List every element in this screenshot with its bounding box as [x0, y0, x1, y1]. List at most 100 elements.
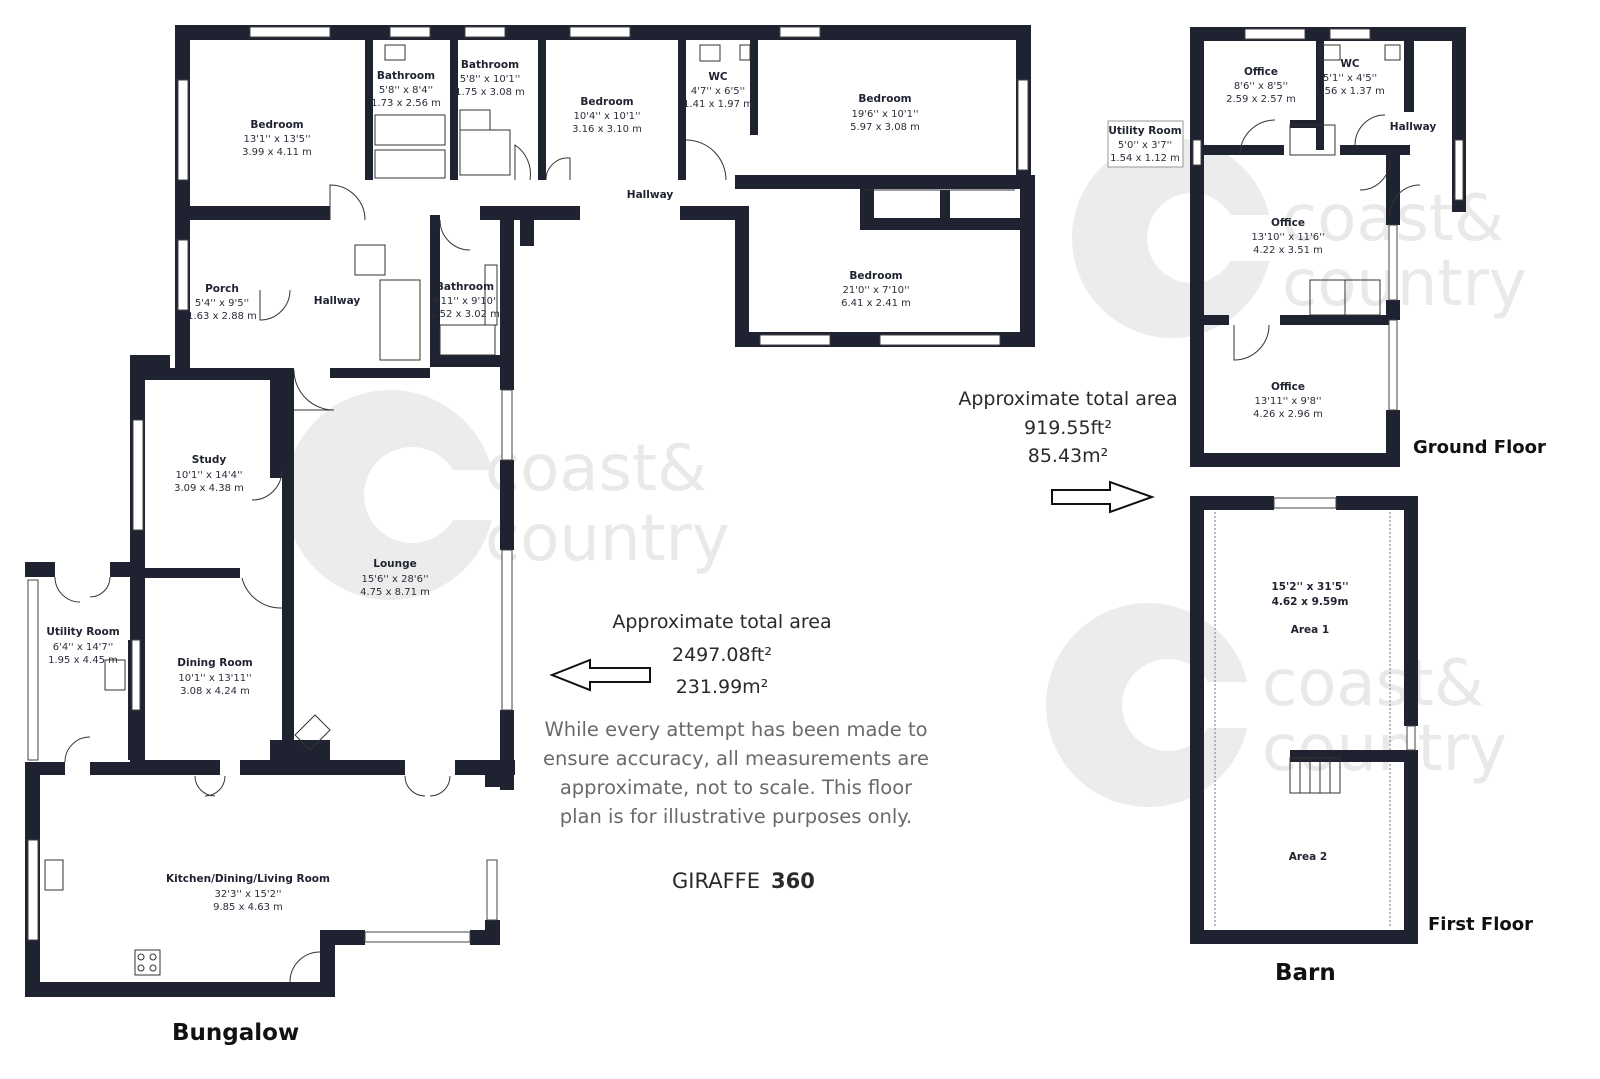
svg-text:1.95 x 4.45 m: 1.95 x 4.45 m — [48, 655, 118, 666]
disclaimer-line-1: While every attempt has been made to — [544, 718, 927, 741]
svg-text:5'1'' x 4'5'': 5'1'' x 4'5'' — [1323, 73, 1377, 84]
barn-ground-labels: Office 8'6'' x 8'5'' 2.59 x 2.57 m WC 5'… — [1107, 58, 1437, 420]
arrow-right — [1051, 480, 1155, 514]
svg-text:4'7'' x 6'5'': 4'7'' x 6'5'' — [691, 86, 745, 97]
room-hallway-top: Hallway — [627, 189, 674, 201]
barn-area-m: 85.43m² — [1028, 445, 1109, 467]
svg-text:1.54 x 1.12 m: 1.54 x 1.12 m — [1110, 153, 1180, 164]
svg-text:Bedroom: Bedroom — [858, 93, 911, 105]
svg-text:13'11'' x 9'8'': 13'11'' x 9'8'' — [1255, 396, 1322, 407]
svg-text:Bedroom: Bedroom — [250, 119, 303, 131]
barn-first-labels: 15'2'' x 31'5'' 4.62 x 9.59m Area 1 Area… — [1271, 581, 1348, 863]
svg-text:Office: Office — [1271, 217, 1305, 229]
svg-text:Hallway: Hallway — [314, 295, 361, 307]
watermark-text-6: country — [1262, 712, 1507, 786]
svg-text:1.63 x 2.88 m: 1.63 x 2.88 m — [187, 311, 257, 322]
svg-text:6.41 x 2.41 m: 6.41 x 2.41 m — [841, 298, 911, 309]
svg-text:5'8'' x 8'4'': 5'8'' x 8'4'' — [379, 85, 433, 96]
svg-text:3.99 x 4.11 m: 3.99 x 4.11 m — [242, 147, 312, 158]
barn-room-utility: Utility Room 5'0'' x 3'7'' 1.54 x 1.12 m — [1107, 120, 1184, 168]
svg-text:WC: WC — [1340, 58, 1360, 70]
room-hallway-middle: Hallway — [314, 295, 361, 307]
room-bedroom-3: Bedroom 19'6'' x 10'1'' 5.97 x 3.08 m — [850, 93, 920, 133]
room-bathroom-1: Bathroom 5'8'' x 8'4'' 1.73 x 2.56 m — [371, 70, 441, 109]
room-lounge: Lounge 15'6'' x 28'6'' 4.75 x 8.71 m — [360, 558, 430, 598]
svg-text:10'4'' x 10'1'': 10'4'' x 10'1'' — [574, 111, 641, 122]
svg-text:5'0'' x 3'7'': 5'0'' x 3'7'' — [1118, 140, 1172, 151]
bungalow-title: Bungalow — [172, 1020, 299, 1046]
svg-text:Porch: Porch — [205, 283, 239, 295]
svg-text:360: 360 — [771, 869, 815, 893]
bungalow-area-title: Approximate total area — [612, 611, 831, 633]
barn-title: Barn — [1275, 960, 1336, 986]
svg-text:4.22 x 3.51 m: 4.22 x 3.51 m — [1253, 245, 1323, 256]
svg-text:4.26 x 2.96 m: 4.26 x 2.96 m — [1253, 409, 1323, 420]
svg-text:2.59 x 2.57 m: 2.59 x 2.57 m — [1226, 94, 1296, 105]
barn-room-wc: WC 5'1'' x 4'5'' 1.56 x 1.37 m — [1315, 58, 1385, 97]
room-porch: Porch 5'4'' x 9'5'' 1.63 x 2.88 m — [187, 283, 257, 322]
barn-ground-doors — [1233, 44, 1421, 361]
svg-text:Office: Office — [1271, 381, 1305, 393]
svg-text:5'8'' x 10'1'': 5'8'' x 10'1'' — [460, 74, 521, 85]
svg-text:Kitchen/Dining/Living Room: Kitchen/Dining/Living Room — [166, 873, 330, 885]
svg-text:32'3'' x 15'2'': 32'3'' x 15'2'' — [215, 889, 282, 900]
ground-floor-label: Ground Floor — [1413, 437, 1546, 458]
giraffe360-logo: GIRAFFE 360 — [672, 869, 815, 893]
svg-text:15'6'' x 28'6'': 15'6'' x 28'6'' — [362, 574, 429, 585]
svg-text:Office: Office — [1244, 66, 1278, 78]
first-floor-dimensions-metric: 4.62 x 9.59m — [1272, 596, 1349, 608]
room-bedroom-4: Bedroom 21'0'' x 7'10'' 6.41 x 2.41 m — [841, 270, 911, 309]
watermark-text-4: country — [1282, 247, 1527, 321]
svg-text:GIRAFFE: GIRAFFE — [672, 869, 760, 893]
room-dining: Dining Room 10'1'' x 13'11'' 3.08 x 4.24… — [177, 657, 253, 697]
room-bedroom-2: Bedroom 10'4'' x 10'1'' 3.16 x 3.10 m — [572, 96, 642, 135]
svg-text:Study: Study — [192, 454, 227, 466]
svg-text:10'1'' x 13'11'': 10'1'' x 13'11'' — [178, 673, 251, 684]
svg-text:1.75 x 3.08 m: 1.75 x 3.08 m — [455, 87, 525, 98]
room-study: Study 10'1'' x 14'4'' 3.09 x 4.38 m — [174, 454, 244, 494]
svg-text:5'4'' x 9'5'': 5'4'' x 9'5'' — [195, 298, 249, 309]
room-wc: WC 4'7'' x 6'5'' 1.41 x 1.97 m — [683, 71, 753, 110]
watermark-barn-bottom: coast& country — [1046, 603, 1507, 807]
svg-text:13'10'' x 11'6'': 13'10'' x 11'6'' — [1251, 232, 1324, 243]
svg-text:9.85 x 4.63 m: 9.85 x 4.63 m — [213, 902, 283, 913]
bungalow-area-m: 231.99m² — [676, 676, 769, 698]
first-floor-label: First Floor — [1428, 914, 1533, 935]
barn-room-office-1: Office 8'6'' x 8'5'' 2.59 x 2.57 m — [1226, 66, 1296, 105]
svg-text:Hallway: Hallway — [1390, 121, 1437, 133]
svg-text:Dining Room: Dining Room — [177, 657, 253, 669]
disclaimer-line-2: ensure accuracy, all measurements are — [543, 747, 929, 770]
svg-text:3.16 x 3.10 m: 3.16 x 3.10 m — [572, 124, 642, 135]
svg-text:Bathroom: Bathroom — [377, 70, 435, 82]
svg-text:10'1'' x 14'4'': 10'1'' x 14'4'' — [176, 470, 243, 481]
svg-text:1.73 x 2.56 m: 1.73 x 2.56 m — [371, 98, 441, 109]
first-floor-dimensions-imperial: 15'2'' x 31'5'' — [1271, 581, 1348, 593]
barn-area-ft: 919.55ft² — [1024, 417, 1112, 439]
svg-text:Utility Room: Utility Room — [1108, 125, 1181, 137]
watermark-bungalow: coast& country — [285, 390, 730, 600]
first-floor-area-1: Area 1 — [1291, 624, 1329, 636]
svg-text:Utility Room: Utility Room — [46, 626, 119, 638]
barn-first-walls — [1190, 496, 1418, 944]
watermark-text-5: coast& — [1262, 647, 1484, 721]
bungalow-area-ft: 2497.08ft² — [672, 644, 772, 666]
svg-text:Bedroom: Bedroom — [849, 270, 902, 282]
barn-ground-windows — [1192, 28, 1464, 411]
svg-text:5.97 x 3.08 m: 5.97 x 3.08 m — [850, 122, 920, 133]
svg-text:Bathroom: Bathroom — [461, 59, 519, 71]
disclaimer-line-3: approximate, not to scale. This floor — [560, 776, 913, 799]
svg-text:21'0'' x 7'10'': 21'0'' x 7'10'' — [843, 285, 910, 296]
svg-text:3.09 x 4.38 m: 3.09 x 4.38 m — [174, 483, 244, 494]
barn-room-hallway: Hallway — [1390, 121, 1437, 133]
bungalow-room-labels: Bedroom 13'1'' x 13'5'' 3.99 x 4.11 m Ba… — [46, 59, 920, 913]
svg-text:3.08 x 4.24 m: 3.08 x 4.24 m — [180, 686, 250, 697]
svg-text:4.75 x 8.71 m: 4.75 x 8.71 m — [360, 587, 430, 598]
svg-text:1.41 x 1.97 m: 1.41 x 1.97 m — [683, 99, 753, 110]
svg-text:1.52 x 3.02 m: 1.52 x 3.02 m — [430, 309, 500, 320]
barn-area-title: Approximate total area — [958, 388, 1177, 410]
svg-text:6'4'' x 14'7'': 6'4'' x 14'7'' — [53, 642, 114, 653]
bungalow-fixtures — [44, 44, 1015, 976]
bungalow-doors — [54, 139, 727, 983]
disclaimer-line-4: plan is for illustrative purposes only. — [560, 805, 913, 828]
